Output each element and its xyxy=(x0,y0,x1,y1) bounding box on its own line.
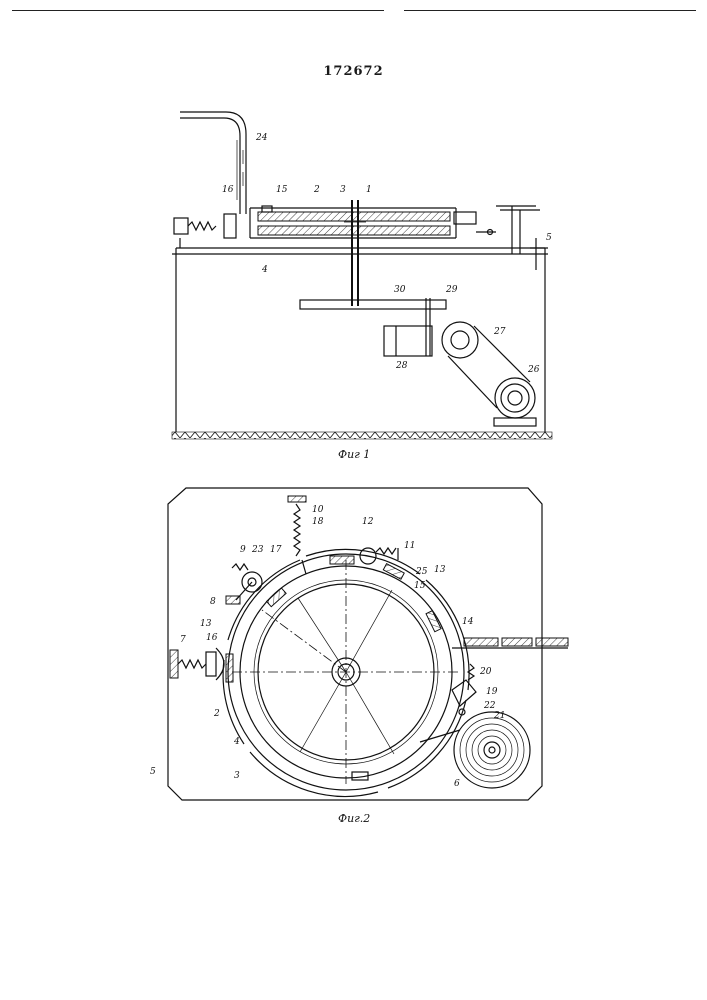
fig2-label-23: 23 xyxy=(251,545,264,555)
fig2-label-11: 11 xyxy=(404,541,415,551)
fig1-label-30: 30 xyxy=(394,285,406,295)
fig2-label-14: 14 xyxy=(462,617,474,627)
figure-1: 24 16 15 2 3 1 5 4 30 29 27 28 26 Фuг 1 xyxy=(172,112,552,461)
fig2-label-12: 12 xyxy=(362,517,374,527)
fig1-label-3: 3 xyxy=(340,185,346,195)
figure-2: 10 18 12 11 9 23 17 25 13 15 8 13 14 7 1… xyxy=(150,488,568,825)
fig1-label-28: 28 xyxy=(395,361,408,371)
fig2-label-16: 16 xyxy=(206,633,218,643)
fig2-pusher-7 xyxy=(170,648,224,680)
fig2-label-13b: 13 xyxy=(200,619,212,629)
fig2-label-18: 18 xyxy=(312,517,324,527)
fig2-label-7: 7 xyxy=(180,635,186,645)
fig1-turntable xyxy=(250,206,496,238)
fig1-label-29: 29 xyxy=(445,285,458,295)
fig1-frame xyxy=(172,248,548,432)
fig2-label-9: 9 xyxy=(240,545,246,555)
fig1-label-2: 2 xyxy=(313,185,320,195)
fig2-label-4: 4 xyxy=(233,737,240,747)
fig2-conveyor-14 xyxy=(452,638,568,648)
fig1-supply-pipe xyxy=(180,112,246,214)
fig2-label-25: 25 xyxy=(415,567,428,577)
fig2-label-6: 6 xyxy=(454,779,460,789)
fig1-label-1: 1 xyxy=(366,185,372,195)
fig1-label-27: 27 xyxy=(493,327,506,337)
fig2-label-20: 20 xyxy=(479,667,492,677)
fig1-caption: Фuг 1 xyxy=(338,448,370,461)
fig1-label-16: 16 xyxy=(222,185,234,195)
fig2-carousel xyxy=(228,554,464,790)
fig2-label-15: 15 xyxy=(414,581,426,591)
fig2-label-17: 17 xyxy=(270,545,282,555)
fig2-label-10: 10 xyxy=(312,505,324,515)
fig2-label-8: 8 xyxy=(210,597,216,607)
fig1-belt-drive xyxy=(442,322,536,426)
fig2-label-5: 5 xyxy=(150,767,156,777)
fig1-ground xyxy=(172,432,552,439)
fig1-label-26: 26 xyxy=(527,365,540,375)
fig1-label-15: 15 xyxy=(276,185,288,195)
fig2-label-3: 3 xyxy=(234,771,240,781)
fig2-label-13: 13 xyxy=(434,565,446,575)
fig1-label-24: 24 xyxy=(255,133,268,143)
fig1-right-gear xyxy=(496,206,548,270)
fig2-caption: Фuг.2 xyxy=(338,812,370,825)
fig2-label-2: 2 xyxy=(213,709,220,719)
fig1-label-4: 4 xyxy=(261,265,268,275)
fig1-label-5: 5 xyxy=(546,233,552,243)
fig2-label-19: 19 xyxy=(486,687,498,697)
fig2-label-22: 22 xyxy=(483,701,496,711)
fig2-film-roll xyxy=(420,712,530,788)
fig2-roller-9 xyxy=(226,564,262,604)
fig2-label-21: 21 xyxy=(493,711,505,721)
fig1-lower-platform xyxy=(300,298,446,356)
fig1-left-drive xyxy=(174,214,236,248)
